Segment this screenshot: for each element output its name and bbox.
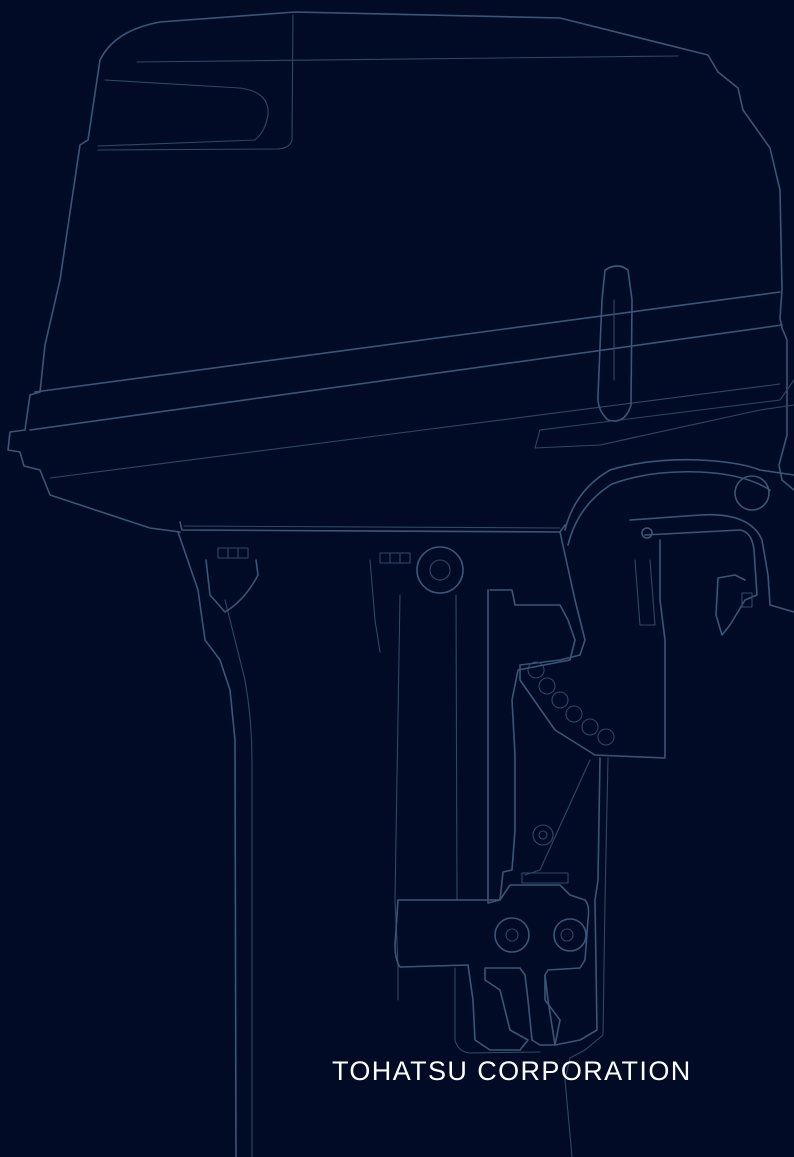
cowling-outline — [99, 11, 794, 491]
grip-rib-1 — [217, 547, 229, 559]
center-rib-3 — [399, 552, 411, 564]
lower-leg-left — [454, 967, 541, 1054]
clamp-pivot — [641, 527, 653, 539]
trim-hole-5 — [581, 718, 599, 736]
shaft-housing-grip — [205, 559, 259, 613]
pivot-bolt-upper-inner — [429, 559, 451, 581]
swivel-plate — [521, 872, 569, 884]
lower-leg-right — [564, 757, 609, 1157]
trim-hole-1 — [527, 661, 545, 679]
tilt-knob — [734, 475, 770, 511]
cowling-band-bottom — [49, 383, 781, 479]
cowling-front — [7, 59, 181, 533]
clamp-bracket-outline — [564, 458, 794, 531]
gearcase-bolt-right-inner — [560, 928, 574, 942]
gearcase-bolt-left — [494, 917, 530, 953]
clamp-bracket-inner — [567, 470, 771, 546]
trim-hole-2 — [538, 677, 556, 695]
cowling-vent — [97, 79, 269, 147]
rear-handle — [534, 379, 794, 449]
latch-handle — [597, 265, 633, 422]
cowling-band-lower — [29, 324, 783, 431]
gearcase-bolt-left-inner — [505, 928, 519, 942]
company-name: TOHATSU CORPORATION — [332, 1056, 692, 1086]
cowling-vent-edge — [97, 14, 294, 151]
pivot-bolt-upper — [416, 546, 464, 594]
cowling-band-upper — [34, 291, 781, 393]
shaft-housing-inner — [224, 599, 253, 1157]
swivel-brace — [524, 759, 591, 876]
grip-rib-2 — [227, 547, 239, 559]
center-shaft-grip — [369, 559, 381, 653]
trim-hole-6 — [597, 728, 615, 746]
trim-hole-4 — [565, 705, 583, 723]
lower-cowl-line — [183, 525, 561, 529]
swivel-bolt-inner — [538, 830, 548, 840]
swivel-housing — [487, 589, 576, 904]
grip-rib-3 — [237, 547, 249, 559]
stern-bracket — [519, 531, 666, 759]
shaft-housing-front — [177, 531, 237, 1157]
gearcase-bolt-right — [553, 918, 587, 952]
center-rib-1 — [379, 552, 391, 564]
swivel-housing-right — [544, 757, 601, 1046]
gearcase-block — [394, 884, 590, 1051]
clamp-pad — [741, 592, 753, 608]
trim-hole-3 — [551, 691, 569, 709]
center-rib-2 — [389, 552, 401, 564]
stern-bracket-inner — [634, 559, 656, 626]
clamp-screw-inner — [644, 529, 758, 636]
lower-cowl — [179, 521, 566, 533]
swivel-bolt — [532, 824, 554, 846]
cowling-top-seam — [136, 55, 679, 63]
clamp-screw-frame — [629, 513, 794, 613]
center-shaft-right — [455, 594, 458, 901]
